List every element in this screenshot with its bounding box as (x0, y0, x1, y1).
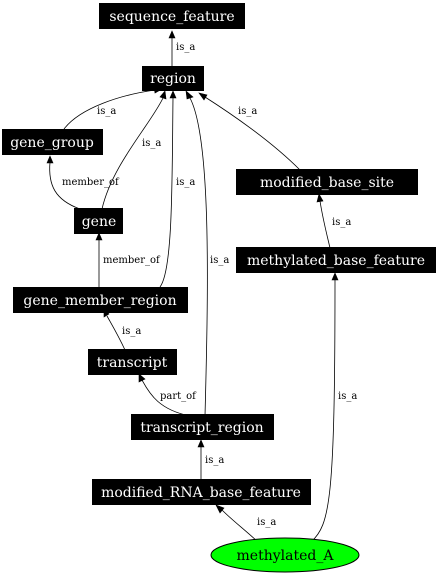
node-label: transcript_region (140, 420, 263, 436)
edge-label-is-a: is_a (338, 391, 357, 402)
node-modified-base-site[interactable]: modified_base_site (236, 169, 418, 195)
nodes: sequence_feature region gene_group gene … (2, 3, 436, 573)
edge-label-member-of: member_of (103, 255, 161, 266)
edge-modified-rna-base-feature-transcript-region: is_a (197, 439, 224, 480)
edge-gene-member-region-gene: member_of (95, 232, 161, 287)
node-label: modified_RNA_base_feature (101, 485, 301, 501)
edges: is_a is_a is_a is_a is_a (46, 30, 357, 543)
node-label: methylated_A (237, 548, 335, 564)
node-label: transcript (97, 355, 168, 371)
node-label: modified_base_site (260, 175, 394, 191)
edge-label-part-of: part_of (160, 391, 197, 402)
node-gene[interactable]: gene (74, 208, 123, 234)
edge-methylated-a-modified-rna-base-feature: is_a (215, 504, 276, 543)
node-label: region (150, 71, 196, 87)
edge-transcript-gene-member-region: is_a (103, 308, 141, 351)
node-methylated-base-feature[interactable]: methylated_base_feature (236, 247, 436, 273)
edge-label-is-a: is_a (97, 106, 116, 117)
edge-modified-base-site-region: is_a (198, 92, 301, 171)
node-label: gene (82, 214, 117, 230)
edge-label-member-of: member_of (62, 177, 120, 188)
node-sequence-feature[interactable]: sequence_feature (99, 3, 245, 29)
node-transcript-region[interactable]: transcript_region (131, 414, 274, 440)
node-label: sequence_feature (109, 9, 234, 25)
edge-gene-group-region: is_a (63, 86, 163, 130)
node-label: gene_group (10, 135, 94, 151)
edge-label-is-a: is_a (142, 138, 161, 149)
edge-methylated-a-methylated-base-feature: is_a (310, 272, 357, 543)
edge-transcript-region-transcript: part_of (138, 373, 197, 417)
edge-gene-member-region-region: is_a (159, 90, 195, 288)
edge-region-sequence-feature: is_a (168, 30, 195, 66)
edge-label-is-a: is_a (205, 455, 224, 466)
node-modified-rna-base-feature[interactable]: modified_RNA_base_feature (92, 479, 311, 505)
edge-label-is-a: is_a (210, 255, 229, 266)
edge-gene-gene-group: member_of (46, 155, 120, 210)
edge-label-is-a: is_a (176, 42, 195, 53)
edge-label-is-a: is_a (176, 177, 195, 188)
node-gene-member-region[interactable]: gene_member_region (13, 287, 188, 313)
edge-methylated-base-feature-modified-base-site: is_a (316, 193, 351, 249)
edge-label-is-a: is_a (332, 217, 351, 228)
edge-gene-region: is_a (101, 90, 167, 210)
edge-transcript-region-region: is_a (185, 90, 229, 417)
edge-label-is-a: is_a (122, 326, 141, 337)
node-transcript[interactable]: transcript (88, 349, 177, 375)
node-gene-group[interactable]: gene_group (2, 129, 103, 155)
edge-label-is-a: is_a (257, 517, 276, 528)
edge-label-is-a: is_a (238, 106, 257, 117)
node-region[interactable]: region (142, 66, 204, 91)
node-methylated-a[interactable]: methylated_A (210, 537, 360, 573)
node-label: gene_member_region (23, 293, 176, 309)
node-label: methylated_base_feature (247, 253, 425, 269)
